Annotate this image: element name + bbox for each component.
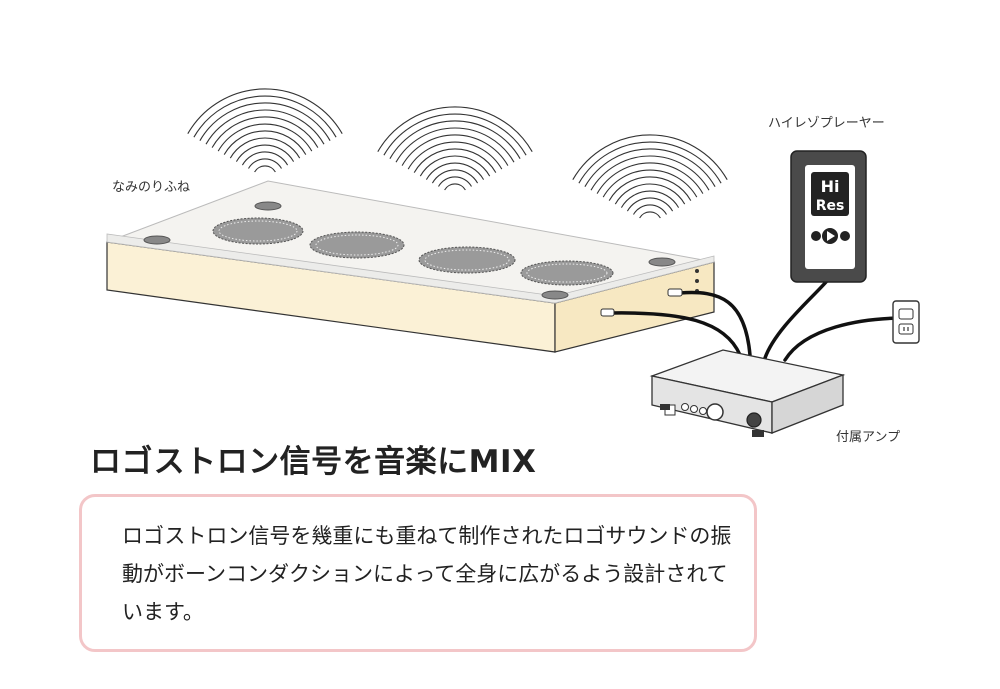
amp-foot-right xyxy=(752,430,764,437)
sound-wave-arc xyxy=(639,211,661,219)
sound-wave-arc xyxy=(633,204,667,215)
sound-wave-arc xyxy=(211,116,319,148)
play-triangle-icon xyxy=(827,231,835,241)
sound-wave-arc xyxy=(223,130,307,155)
description-box: ロゴストロン信号を幾重にも重ねて制作されたロゴサウンドの振動がボーンコンダクショ… xyxy=(79,494,757,652)
speaker-grille-pattern xyxy=(526,263,608,283)
player-label: ハイレゾプレーヤー xyxy=(768,116,885,131)
amp-output-knob xyxy=(746,412,762,428)
sound-wave-arc xyxy=(389,120,521,159)
speaker-grille-pattern xyxy=(424,249,510,271)
outlet-socket-bottom xyxy=(898,323,914,335)
sound-wave-arc xyxy=(193,95,337,138)
sound-wave-arc xyxy=(241,151,289,166)
speaker-grille-pattern xyxy=(315,234,399,256)
jack-top xyxy=(695,269,699,273)
mattress-label: なみのりふね xyxy=(112,180,191,195)
description-text: ロゴストロン信号を幾重にも重ねて制作されたロゴサウンドの振動がボーンコンダクショ… xyxy=(122,524,732,624)
amp-volume-knob xyxy=(706,403,724,421)
amp-knob-small-2 xyxy=(690,405,698,413)
speaker-grilles xyxy=(143,201,676,300)
next-icon xyxy=(840,231,850,241)
amplifier-label: 付属アンプ xyxy=(836,430,901,445)
plug-upper xyxy=(667,288,683,297)
amplifier-illustration xyxy=(649,349,846,437)
speaker-grille xyxy=(520,260,614,286)
cable-mattress-lower xyxy=(610,311,742,357)
sound-wave-arc xyxy=(444,183,466,191)
sound-wave-arc xyxy=(614,183,686,205)
sound-wave-arc xyxy=(254,165,276,173)
sound-waves xyxy=(187,88,728,219)
sound-wave-arc xyxy=(425,162,485,180)
sound-wave-arc xyxy=(187,88,343,134)
amp-foot-left xyxy=(660,404,670,410)
outlet-socket-top xyxy=(898,308,914,320)
corner-vent xyxy=(143,235,171,245)
speaker-grille xyxy=(212,217,304,245)
sound-wave-arc xyxy=(596,162,704,194)
section-headline: ロゴストロン信号を音楽にMIX xyxy=(90,444,537,480)
amp-knob-small-1 xyxy=(681,403,689,411)
corner-vent xyxy=(254,201,282,211)
sound-wave-arc xyxy=(438,176,472,187)
sound-wave-arc xyxy=(590,155,710,191)
amp-side xyxy=(771,374,844,434)
sound-wave-arc xyxy=(431,169,479,184)
cables xyxy=(610,280,907,362)
sound-wave-arc xyxy=(229,137,301,159)
sound-wave-arc xyxy=(217,123,313,152)
outlet-plate xyxy=(892,300,920,344)
speaker-grille-pattern xyxy=(218,220,298,242)
sound-wave-arc xyxy=(248,158,282,169)
sound-wave-arc xyxy=(383,113,527,156)
sound-wave-arc xyxy=(626,197,674,212)
corner-vent xyxy=(541,290,569,300)
amp-knob-small-3 xyxy=(699,407,707,415)
sound-wave-arc xyxy=(401,134,509,166)
sound-wave-arc xyxy=(602,169,698,198)
speaker-grille xyxy=(418,246,516,274)
cable-player xyxy=(763,280,828,360)
sound-wave-arc xyxy=(584,148,716,187)
prev-icon xyxy=(811,231,821,241)
mattress-illustration xyxy=(106,180,715,353)
corner-vent xyxy=(648,257,676,267)
sound-wave-arc xyxy=(578,141,722,184)
wall-outlet-illustration xyxy=(892,300,920,344)
sound-wave-arc xyxy=(235,144,295,162)
speaker-grille xyxy=(309,231,405,259)
jack-mid xyxy=(695,279,699,283)
sound-wave-arc xyxy=(620,190,680,208)
cable-power xyxy=(783,316,907,362)
sound-wave-arc xyxy=(395,127,515,163)
hires-player-illustration: Hi Res xyxy=(790,150,867,283)
sound-wave-arc xyxy=(199,102,331,141)
sound-wave-arc xyxy=(413,148,497,173)
mattress-top-edge xyxy=(106,233,715,304)
sound-wave-arc xyxy=(407,141,503,170)
sound-wave-arc xyxy=(419,155,491,177)
hires-logo-line2: Res xyxy=(816,198,845,214)
hires-logo-line1: Hi xyxy=(821,177,840,196)
sound-wave-arc xyxy=(377,106,533,152)
sound-wave-arc xyxy=(572,134,728,180)
hires-logo-bg xyxy=(811,172,849,216)
sound-wave-arc xyxy=(205,109,325,145)
sound-wave-arc xyxy=(608,176,692,201)
plug-lower xyxy=(600,308,615,317)
cable-mattress-upper xyxy=(678,290,752,357)
